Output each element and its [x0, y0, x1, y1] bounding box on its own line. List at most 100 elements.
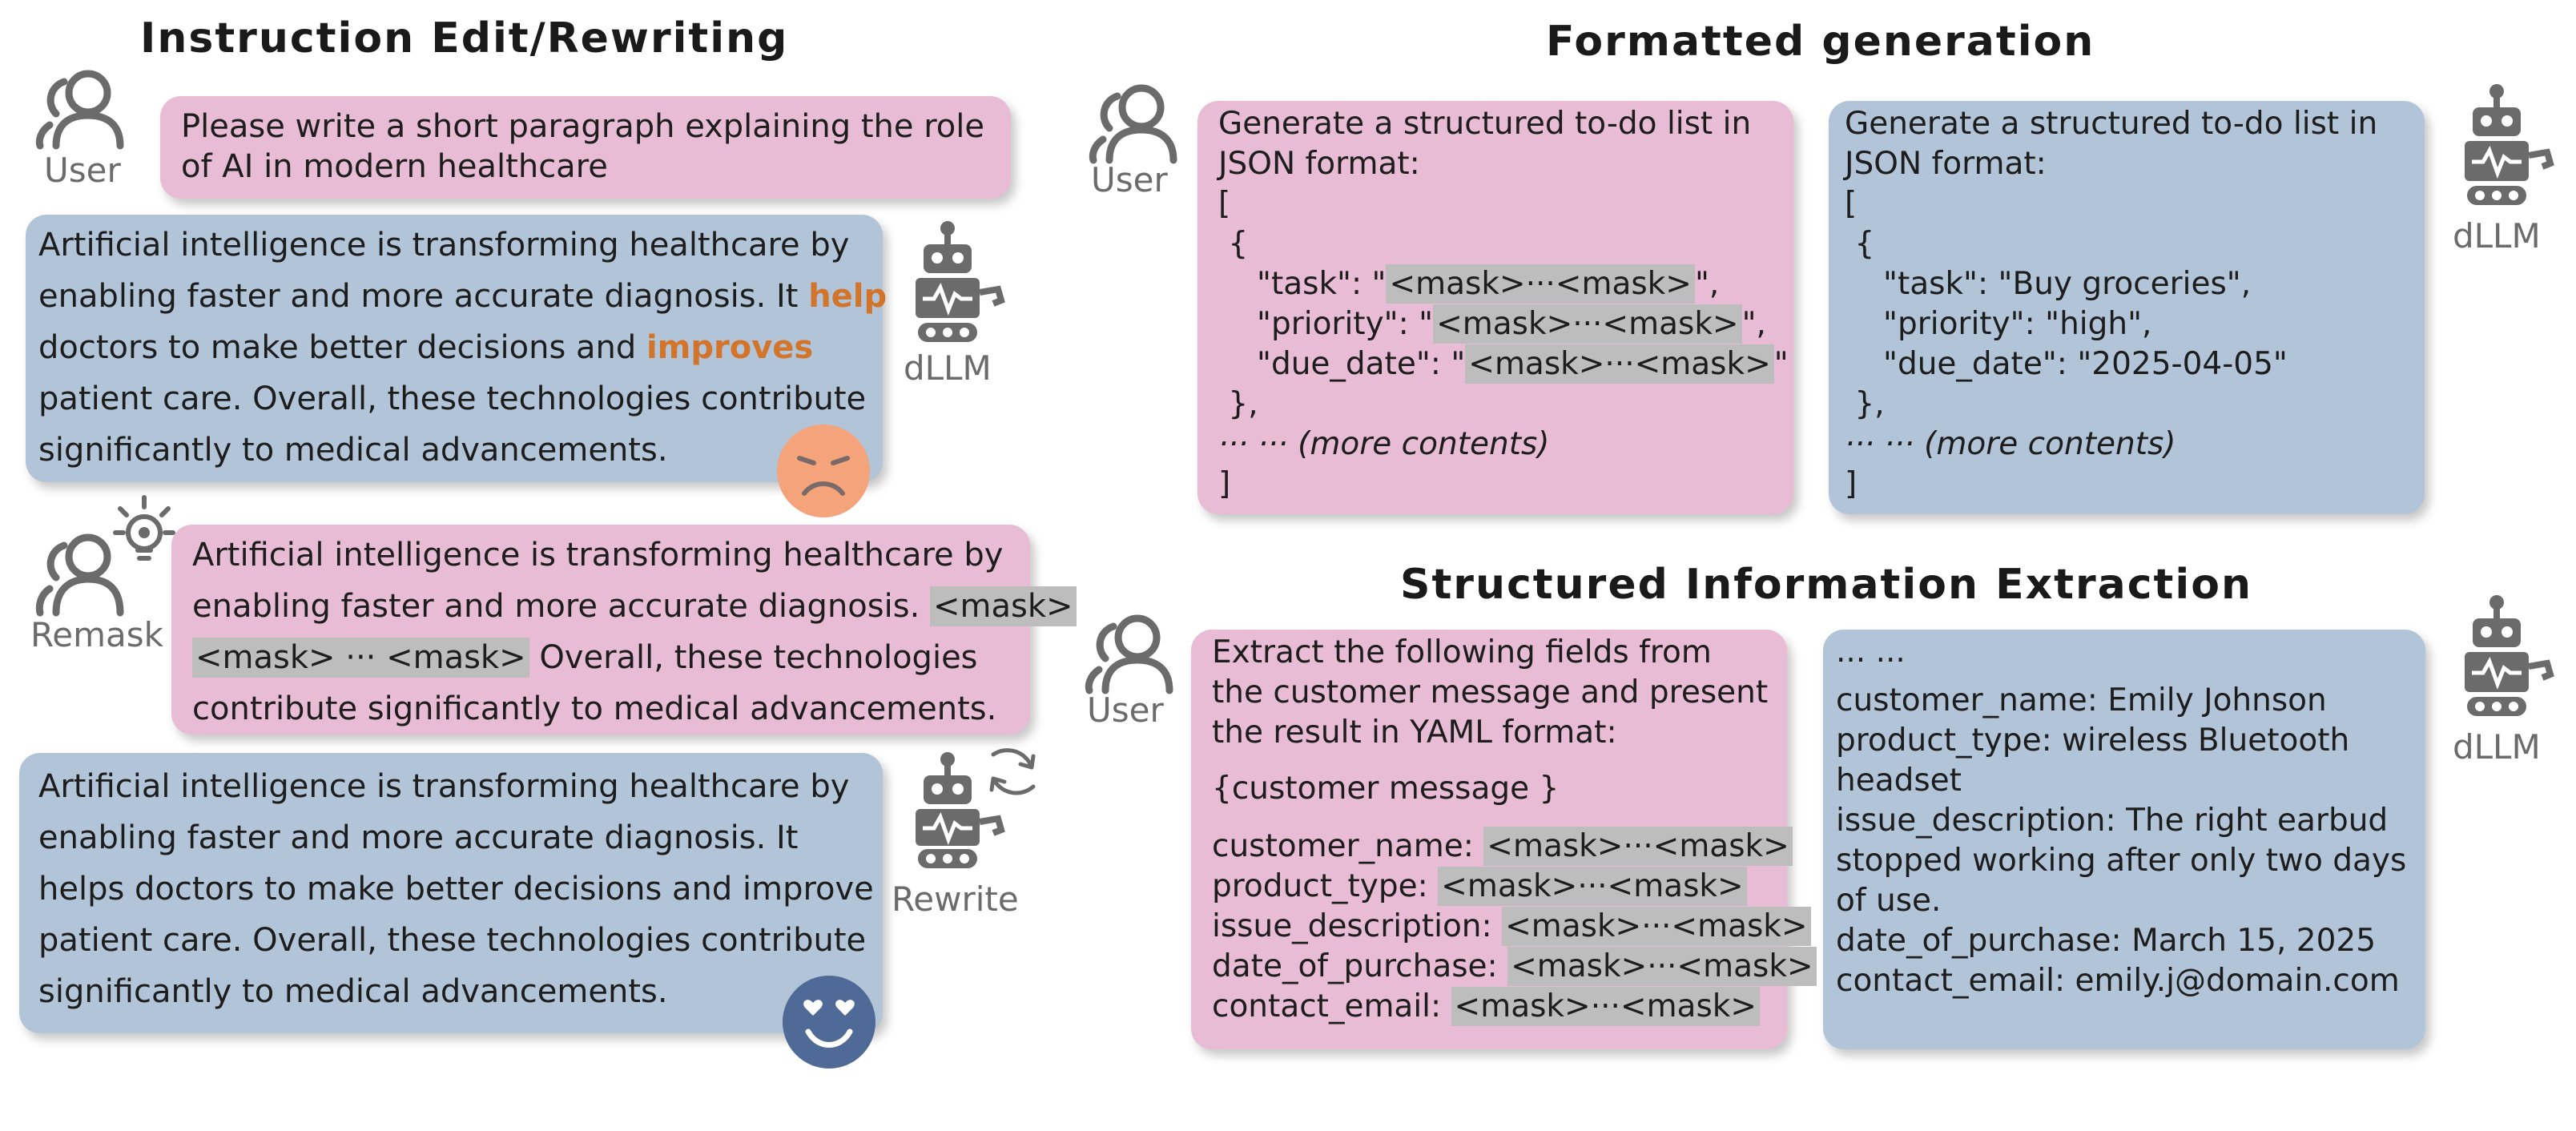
- more-contents: ··· ··· (more contents): [1218, 426, 1550, 462]
- json-priority-value: "priority": "high",: [1883, 306, 2152, 342]
- json-key: "priority": ": [1257, 306, 1434, 342]
- remask-user-icon: [35, 495, 175, 617]
- user-icon: [1085, 614, 1173, 694]
- draft-line: doctors to make better decisions and imp…: [38, 322, 870, 373]
- section-title-formatted-generation: Formatted generation: [1546, 18, 2095, 66]
- yaml-key: contact_email:: [1212, 988, 1451, 1024]
- json-prompt-line: JSON format:: [1218, 146, 1420, 182]
- json-answer-line: JSON format:: [1845, 146, 2047, 182]
- robot-icon: [916, 221, 1005, 342]
- json-key: "task": ": [1257, 266, 1387, 302]
- remask-line: Artificial intelligence is transforming …: [192, 537, 1004, 574]
- json-bracket: ]: [1218, 466, 1231, 502]
- edit-prompt-bubble: Please write a short paragraph explainin…: [160, 96, 1011, 199]
- yaml-answer-line: date_of_purchase: March 15, 2025: [1836, 923, 2377, 959]
- rewritten-line: Artificial intelligence is transforming …: [38, 768, 850, 805]
- json-due-line: "due_date": "<mask>···<mask>": [1257, 344, 1789, 384]
- yaml-field: issue_description: <mask>···<mask>: [1212, 907, 1811, 947]
- json-bracket: [: [1845, 186, 1858, 222]
- mask-span: <mask>···<mask>: [1507, 947, 1817, 986]
- yaml-field: product_type: <mask>···<mask>: [1212, 867, 1766, 907]
- yaml-prompt-bubble: Extract the following fields from the cu…: [1191, 630, 1817, 1049]
- rewrite-robot-icon: [916, 748, 1036, 868]
- robot-icon: [2465, 595, 2554, 716]
- mask-span: <mask>···<mask>: [1451, 987, 1761, 1026]
- remask-line: <mask> ··· <mask> Overall, these technol…: [192, 632, 1009, 683]
- user-icon: [35, 70, 124, 150]
- more-contents: ··· ··· (more contents): [1845, 426, 2176, 462]
- draft-text: doctors to make better decisions and: [38, 329, 646, 366]
- json-task-value: "task": "Buy groceries",: [1883, 266, 2252, 302]
- yaml-key: customer_name:: [1212, 828, 1484, 864]
- edit-remasked-bubble: Artificial intelligence is transforming …: [171, 525, 1077, 735]
- yaml-key: date_of_purchase:: [1212, 948, 1508, 984]
- yaml-answer-line: contact_email: emily.j@domain.com: [1836, 963, 2400, 999]
- mask-span: <mask>···<mask>: [1438, 867, 1747, 906]
- mask-span: <mask> ··· <mask>: [192, 638, 529, 678]
- remask-text: Overall, these technologies: [529, 639, 978, 676]
- yaml-answer-line: ··· ···: [1836, 642, 1906, 678]
- yaml-answer-line: of use.: [1836, 883, 1942, 919]
- happy-face-icon: [783, 976, 875, 1069]
- mask-span: <mask>···<mask>: [1483, 827, 1793, 866]
- edit-prompt-line: Please write a short paragraph explainin…: [181, 108, 984, 145]
- yaml-prompt-line: Extract the following fields from: [1212, 634, 1712, 670]
- yaml-field: contact_email: <mask>···<mask>: [1212, 987, 1766, 1027]
- rewritten-line: helps doctors to make better decisions a…: [38, 871, 874, 908]
- sad-face-icon: [777, 425, 870, 517]
- user-label: User: [1087, 690, 1164, 730]
- robot-icon: [2465, 84, 2554, 205]
- edit-draft-bubble: Artificial intelligence is transforming …: [26, 215, 887, 482]
- user-label: User: [44, 151, 121, 190]
- draft-text: enabling faster and more accurate diagno…: [38, 278, 809, 315]
- json-bracket: [: [1218, 186, 1231, 222]
- json-due-value: "due_date": "2025-04-05": [1883, 346, 2288, 382]
- rewritten-line: patient care. Overall, these technologie…: [38, 922, 867, 959]
- dllm-label: dLLM: [2453, 216, 2541, 256]
- error-word-help: help: [808, 278, 888, 315]
- json-brace: },: [1218, 386, 1258, 422]
- draft-line: enabling faster and more accurate diagno…: [38, 271, 887, 322]
- section-title-instruction-edit: Instruction Edit/Rewriting: [140, 14, 789, 62]
- remask-text: enabling faster and more accurate diagno…: [192, 588, 930, 625]
- yaml-prompt-line: the customer message and present: [1212, 674, 1769, 710]
- edit-rewritten-bubble: Artificial intelligence is transforming …: [19, 753, 883, 1033]
- yaml-answer-bubble: ··· ··· customer_name: Emily Johnson pro…: [1823, 630, 2425, 1049]
- draft-line: Artificial intelligence is transforming …: [38, 227, 850, 264]
- json-task-line: "task": "<mask>···<mask>",: [1257, 264, 1720, 304]
- error-word-improves: improves: [646, 329, 814, 366]
- rewritten-line: enabling faster and more accurate diagno…: [38, 819, 799, 856]
- json-prompt-bubble: Generate a structured to-do list in JSON…: [1197, 101, 1793, 514]
- yaml-field: date_of_purchase: <mask>···<mask>: [1212, 947, 1817, 987]
- yaml-prompt-line: the result in YAML format:: [1212, 714, 1617, 751]
- yaml-answer-line: stopped working after only two days: [1836, 843, 2407, 879]
- mask-span: <mask>···<mask>: [1433, 304, 1742, 344]
- dllm-label: dLLM: [2453, 727, 2541, 767]
- mask-span: <mask>···<mask>: [1465, 344, 1774, 384]
- json-brace: {: [1218, 226, 1249, 262]
- section-title-structured-extraction: Structured Information Extraction: [1400, 561, 2252, 609]
- customer-message-placeholder: {customer message }: [1212, 771, 1560, 807]
- json-answer-line: Generate a structured to-do list in: [1845, 106, 2378, 142]
- yaml-key: product_type:: [1212, 868, 1439, 904]
- yaml-field: customer_name: <mask>···<mask>: [1212, 827, 1793, 867]
- yaml-answer-line: customer_name: Emily Johnson: [1836, 682, 2327, 718]
- mask-span: <mask>···<mask>: [1386, 264, 1695, 304]
- dllm-label: dLLM: [904, 348, 992, 388]
- remask-label: Remask: [30, 615, 163, 654]
- yaml-answer-line: product_type: wireless Bluetooth: [1836, 722, 2350, 759]
- rewritten-line: significantly to medical advancements.: [38, 973, 668, 1010]
- yaml-key: issue_description:: [1212, 908, 1503, 944]
- draft-line: patient care. Overall, these technologie…: [38, 380, 867, 417]
- remask-line: enabling faster and more accurate diagno…: [192, 581, 1077, 632]
- json-brace: },: [1845, 386, 1885, 422]
- json-prompt-line: Generate a structured to-do list in: [1218, 106, 1752, 142]
- yaml-answer-line: issue_description: The right earbud: [1836, 803, 2389, 839]
- json-brace: {: [1845, 226, 1875, 262]
- yaml-answer-line: headset: [1836, 763, 1962, 799]
- draft-line: significantly to medical advancements.: [38, 432, 668, 469]
- json-priority-line: "priority": "<mask>···<mask>",: [1257, 304, 1766, 344]
- json-answer-bubble: Generate a structured to-do list in JSON…: [1829, 101, 2425, 514]
- remask-line: contribute significantly to medical adva…: [192, 690, 997, 727]
- mask-span: <mask>···<mask>: [1502, 907, 1811, 946]
